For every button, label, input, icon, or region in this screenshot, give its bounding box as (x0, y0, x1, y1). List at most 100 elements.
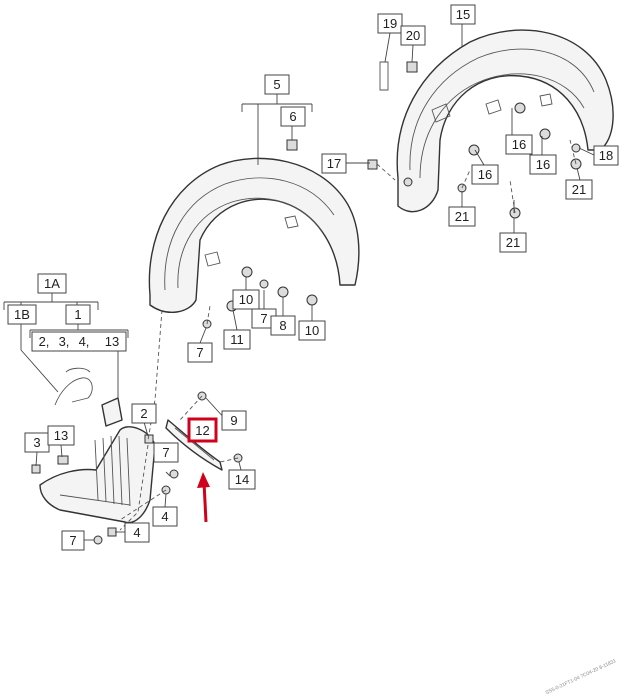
callout-box (321, 153, 347, 174)
callout-box (221, 410, 247, 431)
label-3[interactable]: 3 (24, 432, 50, 453)
callout-number: 13 (54, 428, 68, 443)
callout-box (280, 106, 306, 127)
label-21a[interactable]: 21 (565, 179, 593, 200)
label-4b[interactable]: 4 (124, 522, 150, 543)
label-16b[interactable]: 16 (529, 154, 557, 175)
leader-lines (3, 24, 595, 541)
label-10a[interactable]: 10 (232, 289, 260, 310)
label-boxes[interactable]: 15 19 20 16 16 16 17 18 21 21 21 5 6 10 … (7, 4, 619, 551)
callout-number: 10 (239, 292, 253, 307)
callout-number: 1A (44, 276, 60, 291)
callout-box (31, 331, 127, 352)
callout-number: 16 (536, 157, 550, 172)
callout-number: 16 (478, 167, 492, 182)
callout-number: 7 (69, 533, 76, 548)
label-7c[interactable]: 7 (153, 442, 179, 463)
label-row-2-3-4-13[interactable]: 2, 3, 4, 13 (31, 331, 127, 352)
callout-box (228, 469, 256, 490)
callout-number: 15 (456, 7, 470, 22)
callout-box (187, 417, 218, 443)
callout-number: 21 (455, 209, 469, 224)
label-17[interactable]: 17 (321, 153, 347, 174)
callout-number: 4 (133, 525, 140, 540)
label-16a[interactable]: 16 (505, 134, 533, 155)
label-21b[interactable]: 21 (448, 206, 476, 227)
callout-number: 3 (33, 435, 40, 450)
label-1[interactable]: 1 (65, 304, 91, 325)
callout-box (223, 329, 251, 350)
callout-box (377, 13, 403, 34)
label-16c[interactable]: 16 (471, 164, 499, 185)
callout-number: 16 (512, 137, 526, 152)
callout-box (270, 315, 296, 336)
callout-number: 2, (39, 334, 50, 349)
callout-box (153, 442, 179, 463)
callout-number: 11 (230, 332, 244, 347)
callout-number: 4, (79, 334, 90, 349)
label-10b[interactable]: 10 (298, 320, 326, 341)
callout-number: 7 (260, 311, 267, 326)
label-7b[interactable]: 7 (187, 342, 213, 363)
callout-box (37, 273, 67, 294)
bracket-part-12[interactable] (165, 419, 223, 471)
label-13[interactable]: 13 (47, 425, 75, 446)
wheel-housing-liner-front[interactable] (148, 157, 360, 313)
label-18[interactable]: 18 (593, 145, 619, 166)
callout-number: 19 (383, 16, 397, 31)
label-4a[interactable]: 4 (152, 506, 178, 527)
label-9[interactable]: 9 (221, 410, 247, 431)
callout-number: 12 (195, 423, 209, 438)
callout-number: 7 (162, 445, 169, 460)
callout-box (152, 506, 178, 527)
callout-box (471, 164, 499, 185)
label-7d[interactable]: 7 (61, 530, 85, 551)
callout-number: 21 (572, 182, 586, 197)
callout-box (187, 342, 213, 363)
callout-number: 9 (230, 413, 237, 428)
callout-box (400, 25, 426, 46)
callout-number: 1B (14, 307, 30, 322)
callout-number: 3, (59, 334, 70, 349)
front-liner-assembly[interactable] (39, 367, 156, 524)
label-20[interactable]: 20 (400, 25, 426, 46)
label-14[interactable]: 14 (228, 469, 256, 490)
callout-box (448, 206, 476, 227)
callout-number: 14 (235, 472, 249, 487)
callout-box (124, 522, 150, 543)
callout-number: 2 (140, 406, 147, 421)
label-1A[interactable]: 1A (37, 273, 67, 294)
callout-box (298, 320, 326, 341)
callout-number: 4 (161, 509, 168, 524)
callout-number: 5 (273, 77, 280, 92)
label-11[interactable]: 11 (223, 329, 251, 350)
callout-box (593, 145, 619, 166)
callout-box (565, 179, 593, 200)
watermark-text: SS5-0-21FT1-04 7C04-20 8-11831 (545, 658, 618, 696)
callout-box (131, 403, 157, 424)
callout-box (65, 304, 91, 325)
label-5[interactable]: 5 (264, 74, 290, 95)
label-1B[interactable]: 1B (7, 304, 37, 325)
callout-number: 17 (327, 156, 341, 171)
label-12-highlighted[interactable]: 12 (187, 417, 218, 443)
label-8[interactable]: 8 (270, 315, 296, 336)
callout-box (61, 530, 85, 551)
callout-number: 6 (289, 109, 296, 124)
label-19[interactable]: 19 (377, 13, 403, 34)
callout-box (47, 425, 75, 446)
label-15[interactable]: 15 (450, 4, 476, 25)
label-6[interactable]: 6 (280, 106, 306, 127)
callout-number: 7 (196, 345, 203, 360)
callout-box (499, 232, 527, 253)
label-2[interactable]: 2 (131, 403, 157, 424)
callout-box (7, 304, 37, 325)
callout-number: 18 (599, 148, 613, 163)
label-21c[interactable]: 21 (499, 232, 527, 253)
callout-number: 8 (279, 318, 286, 333)
callout-number: 10 (305, 323, 319, 338)
callout-number: 13 (105, 334, 119, 349)
callout-box (529, 154, 557, 175)
callout-box (450, 4, 476, 25)
